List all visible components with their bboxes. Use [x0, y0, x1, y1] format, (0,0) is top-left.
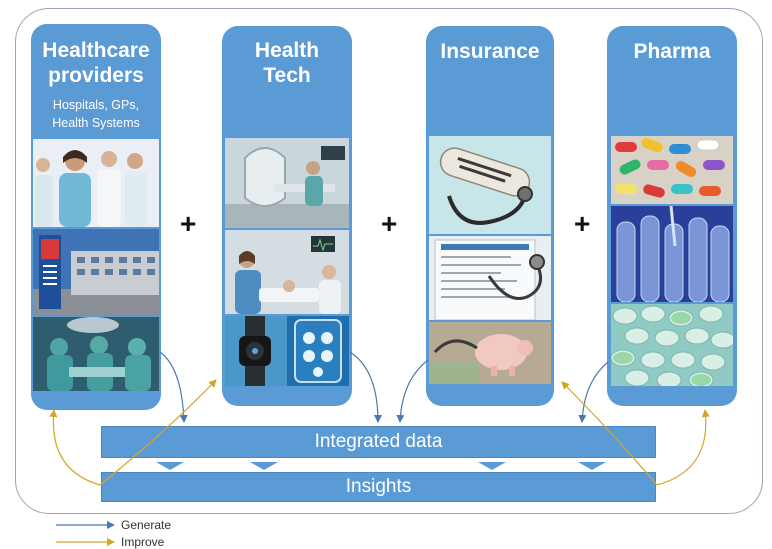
pharma-panel: Pharma	[607, 26, 737, 406]
diagram-frame	[15, 8, 763, 514]
legend-generate-label: Generate	[121, 518, 172, 532]
wearable-devices-photo	[225, 316, 349, 386]
healthcare-providers-title-line2: providers	[48, 64, 144, 87]
colorful-pills-photo	[611, 136, 733, 204]
integrated-data-bar: Integrated data	[101, 426, 656, 458]
tablets-photo	[611, 304, 733, 386]
plus-sign-2: +	[381, 208, 398, 239]
surgery-room-photo	[33, 317, 159, 391]
hospital-building-photo	[33, 229, 159, 315]
healthcare-providers-title-line1: Healthcare	[42, 39, 150, 62]
piggy-bank-photo	[429, 322, 551, 384]
imaging-room-photo	[225, 138, 349, 228]
healthcare-providers-subtitle-line2: Health Systems	[52, 116, 140, 130]
insurance-panel: Insurance	[426, 26, 554, 406]
healthcare-providers-panel: Healthcare providers Hospitals, GPs, Hea…	[31, 24, 161, 410]
patient-monitoring-photo	[225, 230, 349, 314]
health-tech-title-line2: Tech	[263, 64, 311, 87]
health-tech-title-line1: Health	[254, 39, 320, 62]
healthcare-providers-subtitle-line1: Hospitals, GPs,	[52, 98, 140, 112]
medical-staff-photo	[33, 139, 159, 227]
legend-improve-label: Improve	[121, 535, 165, 549]
insurance-title: Insurance	[440, 40, 540, 63]
plus-sign-3: +	[574, 208, 591, 239]
insurance-claim-form-photo	[429, 236, 551, 320]
health-insurance-stethoscope-photo	[429, 136, 551, 234]
plus-sign-1: +	[180, 208, 197, 239]
test-tubes-photo	[611, 206, 733, 302]
pharma-title: Pharma	[633, 40, 711, 63]
health-tech-panel: Health Tech	[222, 26, 352, 406]
insights-bar: Insights	[101, 472, 656, 502]
